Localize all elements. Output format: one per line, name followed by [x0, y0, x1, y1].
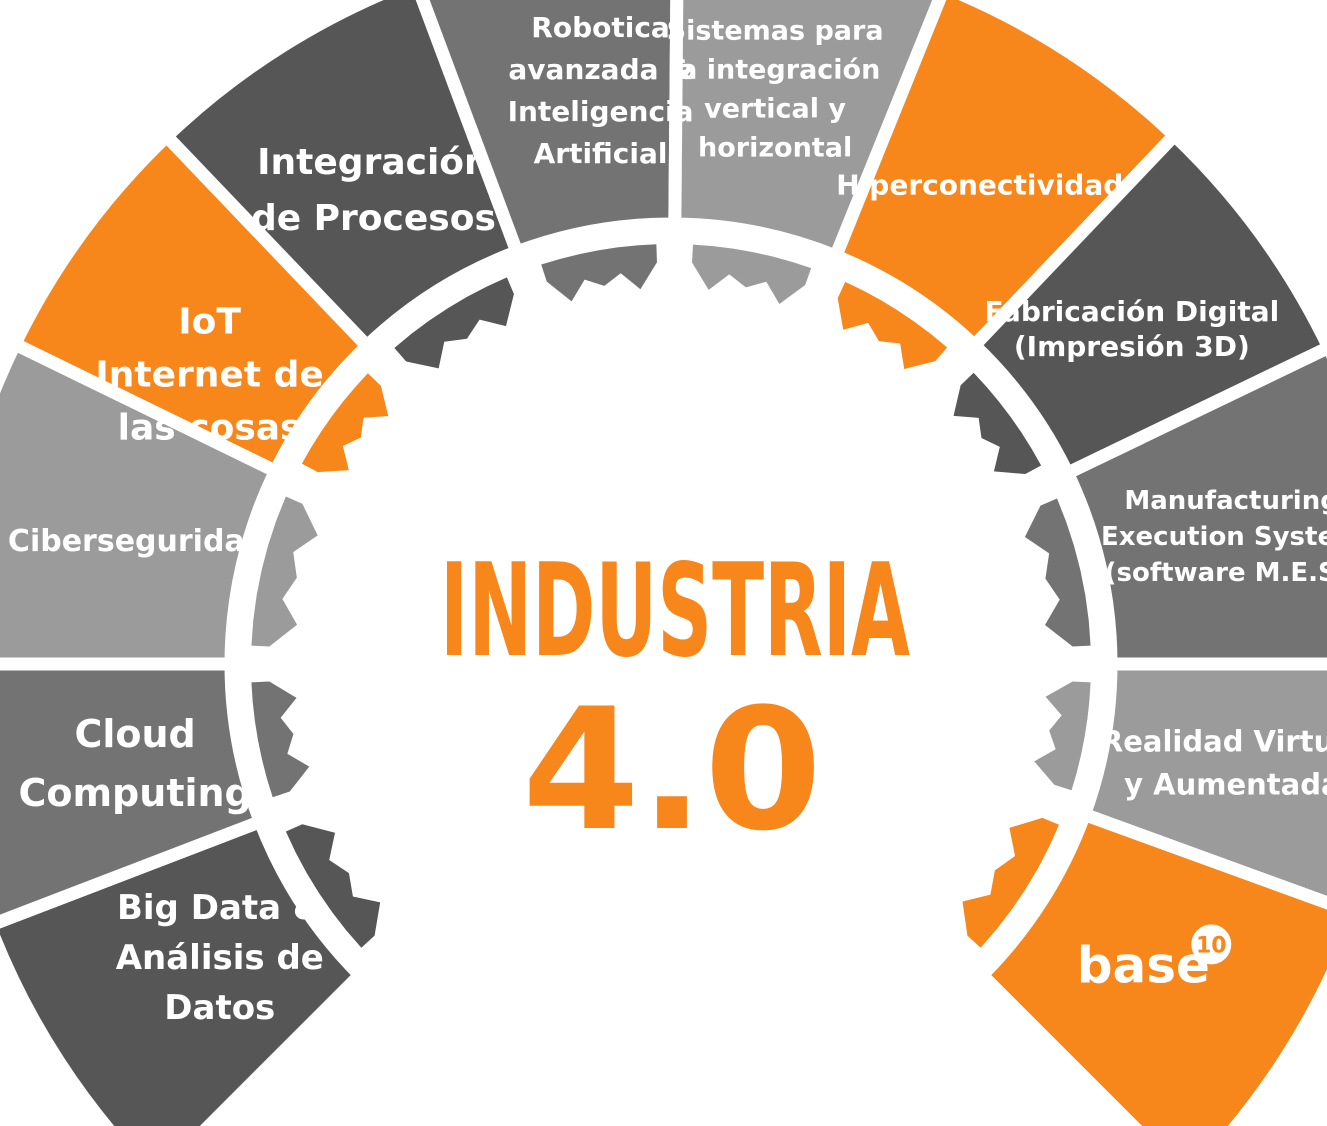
label-robotica-line-1: Robotica — [531, 11, 670, 44]
label-integracion-procesos-line-1: Integración — [257, 142, 490, 183]
segment-robotica — [415, 0, 684, 261]
segment-sistemas-integracion — [668, 0, 947, 265]
label-robotica-line-3: Inteligencia — [508, 95, 694, 128]
gear-tooth-big-data — [285, 824, 381, 948]
label-mes-line-2: Execution System — [1101, 522, 1327, 552]
title-version: 4.0 — [522, 672, 822, 868]
label-iot-line-3: las cosas — [118, 408, 302, 449]
label-mes-line-3: (software M.E.S.) — [1105, 558, 1327, 588]
segment-integracion-procesos — [157, 0, 526, 356]
label-robotica-line-2: avanzada & — [508, 53, 692, 86]
label-sistemas-integracion-line-4: horizontal — [698, 132, 852, 163]
gear-tooth-realidad-virtual — [1034, 681, 1091, 791]
segment-mes — [1058, 341, 1327, 671]
gear-tooth-ciberseguridad — [251, 496, 318, 647]
gear-tooth-fabricacion-digital — [953, 372, 1042, 475]
label-big-data-line-1: Big Data & — [117, 888, 323, 928]
segment-big-data — [0, 813, 370, 1126]
title-industria: INDUSTRIA — [440, 537, 910, 686]
label-iot-line-2: Internet de — [95, 355, 323, 396]
gear-tooth-cloud-computing — [251, 681, 310, 798]
label-sistemas-integracion-line-3: vertical y — [704, 93, 846, 124]
label-sistemas-integracion-line-2: la integración — [670, 54, 880, 85]
label-base10-line-1: base — [1077, 936, 1210, 994]
segment-realidad-virtual — [1076, 657, 1327, 910]
label-hiperconectividad-line-1: Hiperconectividad — [836, 169, 1123, 202]
label-mes-line-1: Manufacturing — [1124, 486, 1327, 516]
gear-tooth-hiperconectividad — [837, 281, 948, 370]
label-cloud-computing-line-2: Computing — [18, 771, 251, 815]
gear-tooth-mes — [1024, 498, 1091, 647]
label-sistemas-integracion-line-1: Sistemas para — [667, 15, 884, 46]
gear-tooth-base10 — [962, 817, 1060, 948]
label-big-data-line-2: Análisis de — [116, 938, 324, 978]
label-ciberseguridad-line-1: Ciberseguridad — [8, 524, 266, 559]
segment-cloud-computing — [0, 657, 269, 929]
label-iot-line-1: IoT — [178, 302, 241, 343]
label-fabricacion-digital-line-1: Fabricación Digital — [984, 295, 1279, 328]
segment-labels: Big Data & Análisis de Datos CloudComputing… — [8, 11, 1327, 1028]
label-robotica-line-4: Artificial — [534, 137, 668, 170]
label-big-data-line-3: Datos — [164, 988, 275, 1028]
label-integracion-procesos-line-2: de Procesos — [251, 198, 496, 239]
label-realidad-virtual-line-1: Realidad Virtual — [1101, 725, 1327, 759]
label-cloud-computing-line-1: Cloud — [74, 712, 195, 756]
label-fabricacion-digital-line-2: (Impresión 3D) — [1014, 330, 1250, 363]
logo-superscript: 10 — [1196, 933, 1227, 958]
inner-gear-ring — [236, 229, 1106, 967]
label-realidad-virtual-line-2: y Aumentada — [1124, 768, 1327, 802]
segment-base10 — [972, 806, 1327, 1126]
gear-tooth-sistemas-integracion — [692, 244, 812, 304]
gear-tooth-robotica — [541, 244, 657, 302]
inner-track — [236, 229, 1106, 967]
gear-tooth-iot — [301, 373, 389, 473]
logo-badge-icon — [1191, 924, 1232, 965]
gear-tooth-integracion-procesos — [394, 277, 514, 369]
